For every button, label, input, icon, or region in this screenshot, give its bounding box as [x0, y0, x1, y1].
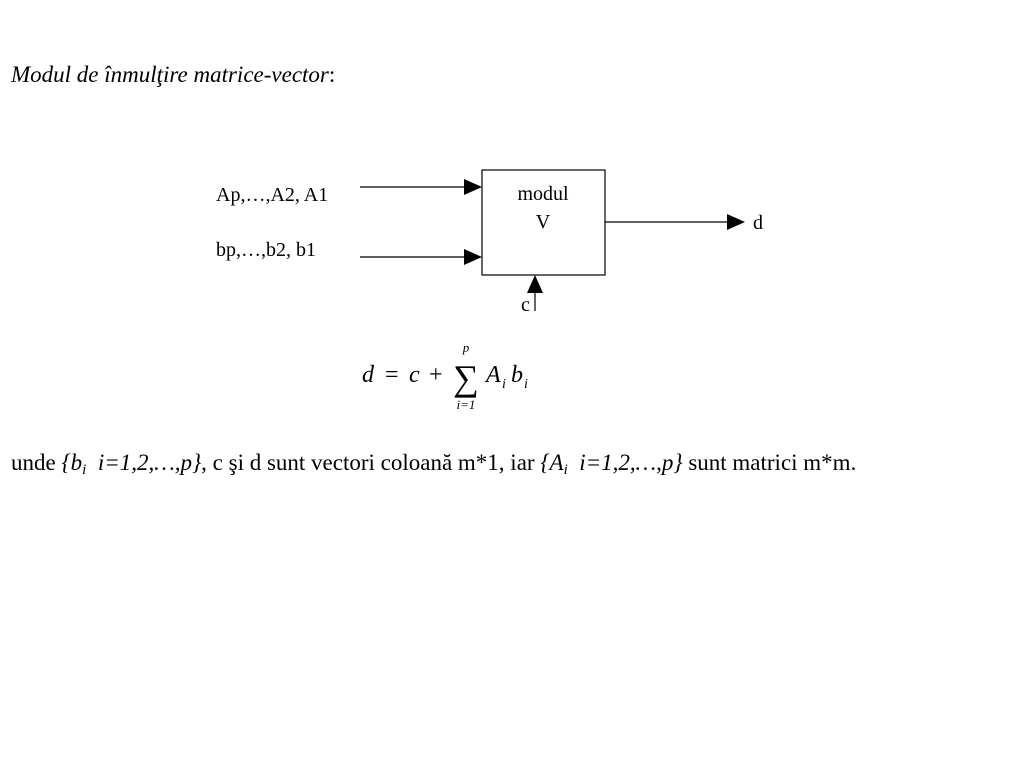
input-c-label: c — [521, 294, 530, 316]
set-a-open: {A — [540, 450, 564, 475]
module-box — [481, 169, 606, 276]
description-text-3: sunt matrici m*m. — [682, 450, 857, 475]
output-d-label: d — [753, 212, 763, 234]
set-b-rest: i=1,2,…,p} — [86, 450, 202, 475]
formula-term-b-sub: i — [524, 377, 528, 392]
formula-term-a-sub: i — [502, 377, 506, 392]
set-a-notation: {Ai i=1,2,…,p} — [540, 450, 683, 478]
module-label-line2: V — [536, 211, 551, 233]
heading-colon: : — [328, 62, 336, 87]
module-v-diagram: modul V Ap,…,A2, A1 bp,…,b2, b1 d c d = … — [216, 169, 763, 412]
description-text-1: unde — [11, 450, 62, 475]
formula-term-b: b — [511, 362, 523, 388]
heading-title: Modul de înmulţire matrice-vector — [11, 62, 329, 87]
set-b-open: {b — [61, 450, 83, 475]
formula-plus: + — [429, 362, 443, 388]
set-a-rest: i=1,2,…,p} — [567, 450, 683, 475]
input-a-arrow — [360, 179, 482, 195]
input-a-label: Ap,…,A2, A1 — [216, 184, 328, 206]
page-heading: Modul de înmulţire matrice-vector: — [11, 60, 335, 90]
description-text-2: , c şi d sunt vectori coloană m*1, iar — [201, 450, 541, 475]
formula-lhs: d — [362, 362, 375, 388]
input-b-label: bp,…,b2, b1 — [216, 239, 316, 261]
formula: d = c + p ∑ i=1 A i b i — [362, 340, 528, 412]
formula-c: c — [409, 362, 420, 388]
formula-equals: = — [385, 362, 399, 388]
formula-lower-limit: i=1 — [457, 397, 476, 412]
set-b-notation: {bi i=1,2,…,p} — [61, 450, 202, 478]
set-a-subscript: i — [563, 462, 568, 478]
description-paragraph: unde {bi i=1,2,…,p}, c şi d sunt vectori… — [11, 446, 1011, 480]
set-b-subscript: i — [82, 462, 87, 478]
module-label-line1: modul — [517, 183, 569, 205]
input-b-arrow — [360, 249, 482, 265]
input-c-arrow — [527, 275, 543, 311]
formula-sum-symbol: ∑ — [453, 358, 479, 398]
formula-upper-limit: p — [462, 340, 470, 355]
formula-term-a: A — [484, 362, 501, 388]
output-d-arrow — [605, 214, 745, 230]
